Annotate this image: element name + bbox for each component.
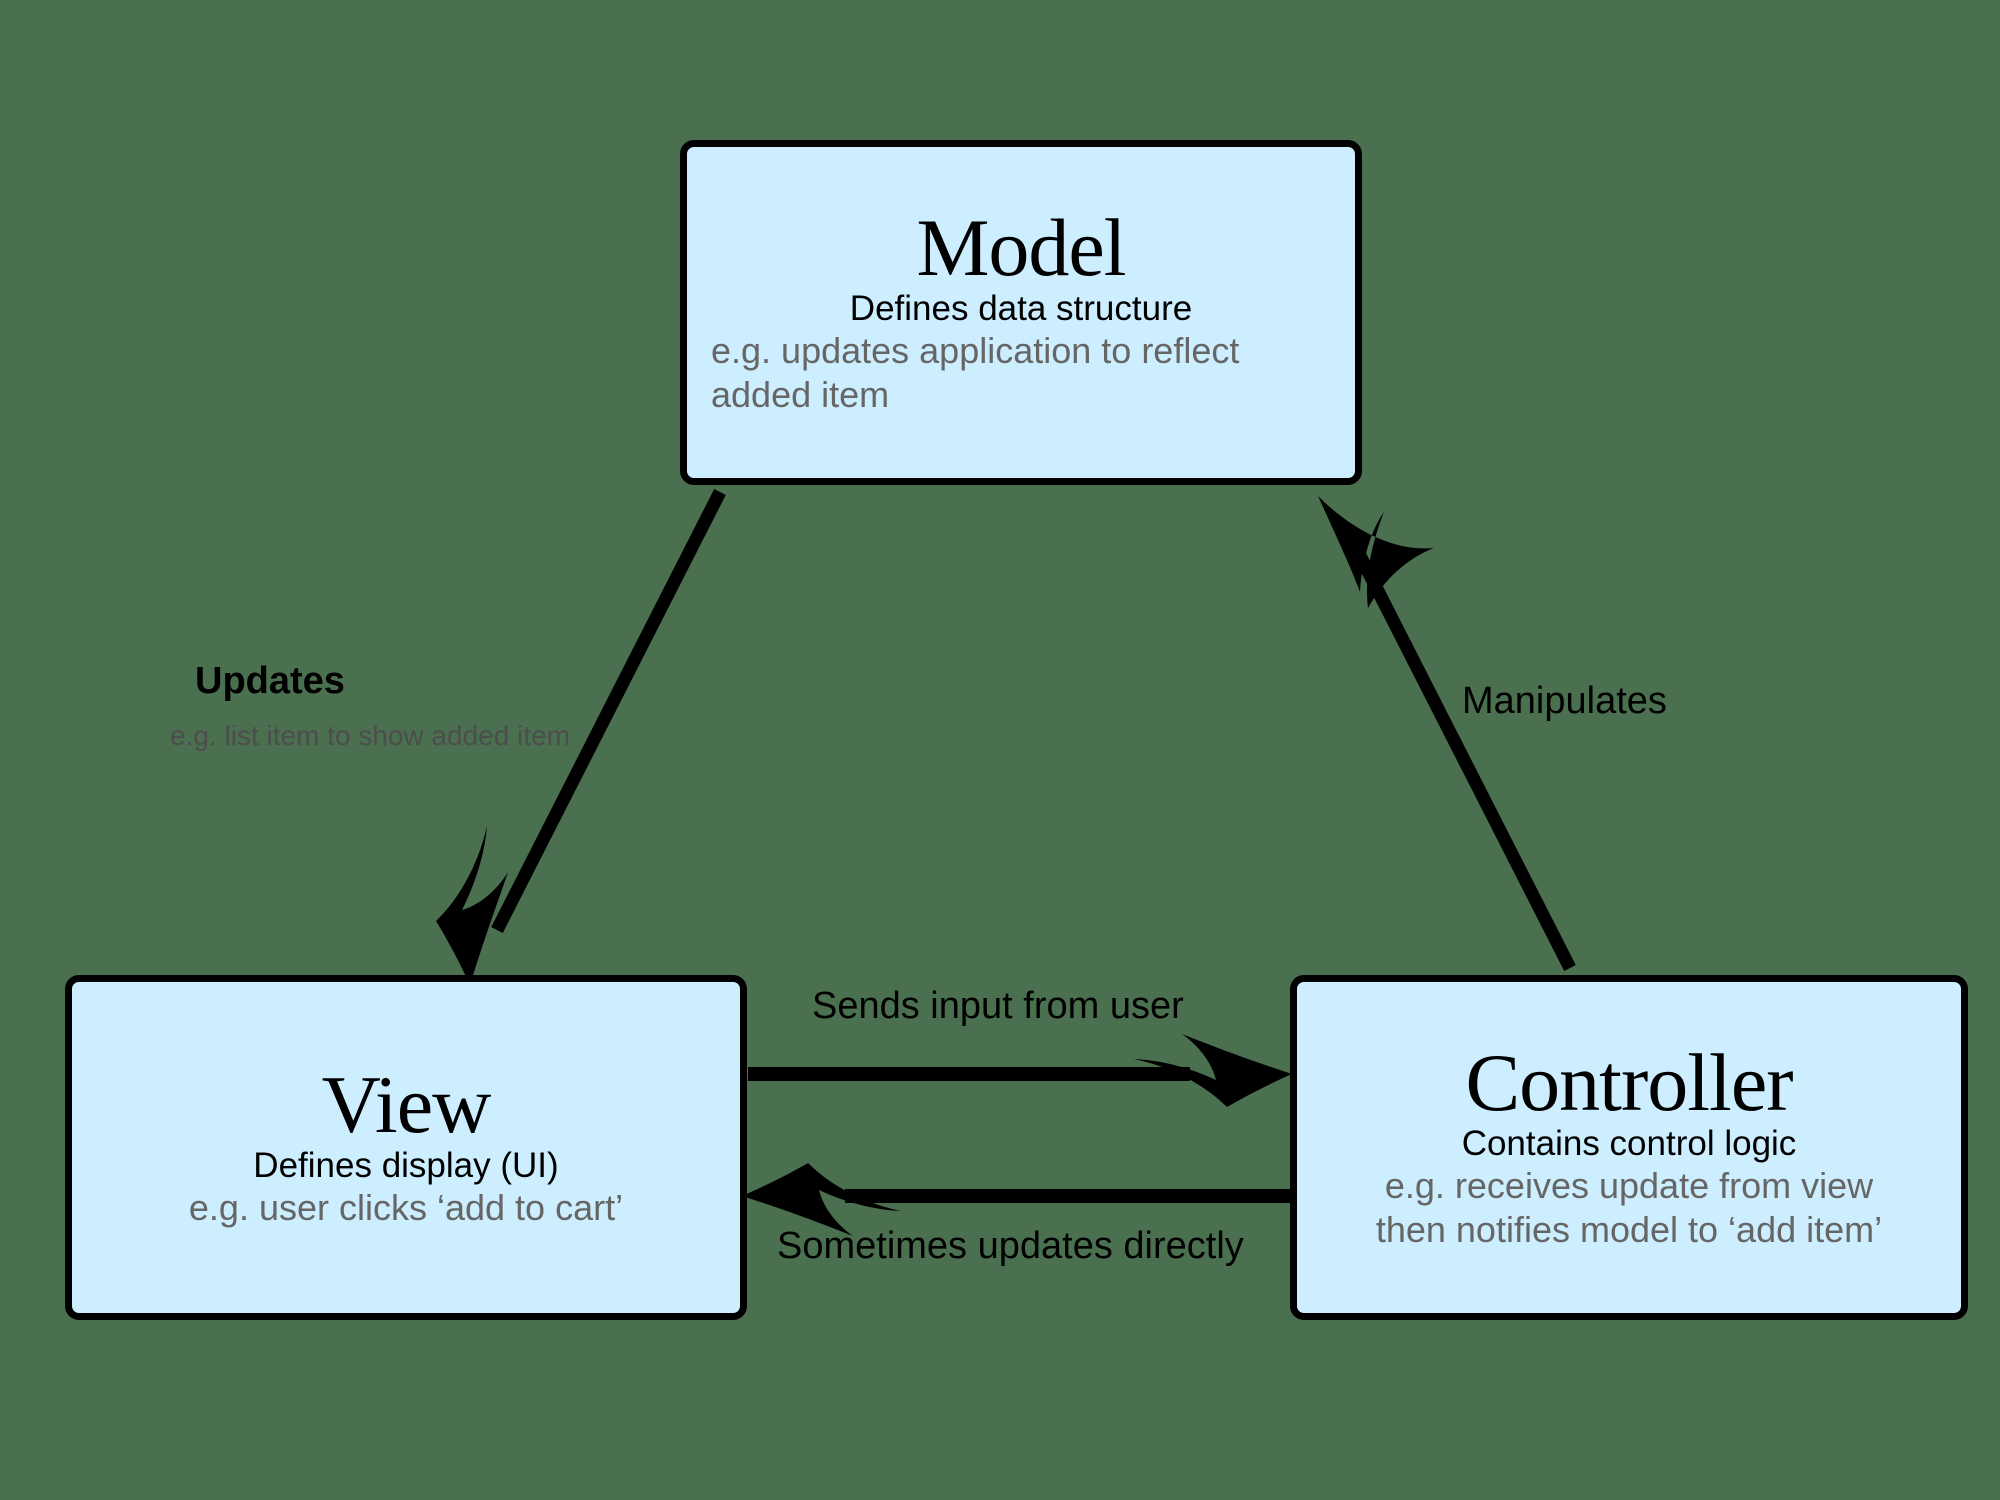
node-controller[interactable]: Controller Contains control logic e.g. r… (1290, 975, 1968, 1320)
node-model-title: Model (916, 201, 1126, 293)
arrow-view-to-controller (748, 1034, 1292, 1107)
edge-label-updates: Updates (195, 660, 345, 702)
arrow-controller-to-model (1318, 496, 1576, 971)
node-controller-title: Controller (1465, 1036, 1793, 1128)
node-view-subtitle: Defines display (UI) (253, 1146, 559, 1186)
edge-label-sometimes-updates-directly: Sometimes updates directly (777, 1225, 1244, 1267)
node-controller-example-line-1: e.g. receives update from view (1384, 1165, 1874, 1207)
node-model[interactable]: Model Defines data structure e.g. update… (680, 140, 1362, 485)
node-controller-example-line-2: then notifies model to ‘add item’ (1375, 1209, 1883, 1251)
node-model-subtitle: Defines data structure (849, 289, 1193, 329)
node-model-example: e.g. updates application to reflect adde… (711, 330, 1240, 416)
node-view[interactable]: View Defines display (UI) e.g. user clic… (65, 975, 747, 1320)
node-controller-subtitle: Contains control logic (1461, 1124, 1797, 1164)
edge-label-sends-input-from-user: Sends input from user (812, 985, 1184, 1027)
node-view-example: e.g. user clicks ‘add to cart’ (188, 1187, 624, 1229)
edge-label-updates-example: e.g. list item to show added item (170, 720, 570, 751)
edge-label-manipulates: Manipulates (1462, 680, 1667, 722)
node-view-title: View (321, 1058, 492, 1150)
